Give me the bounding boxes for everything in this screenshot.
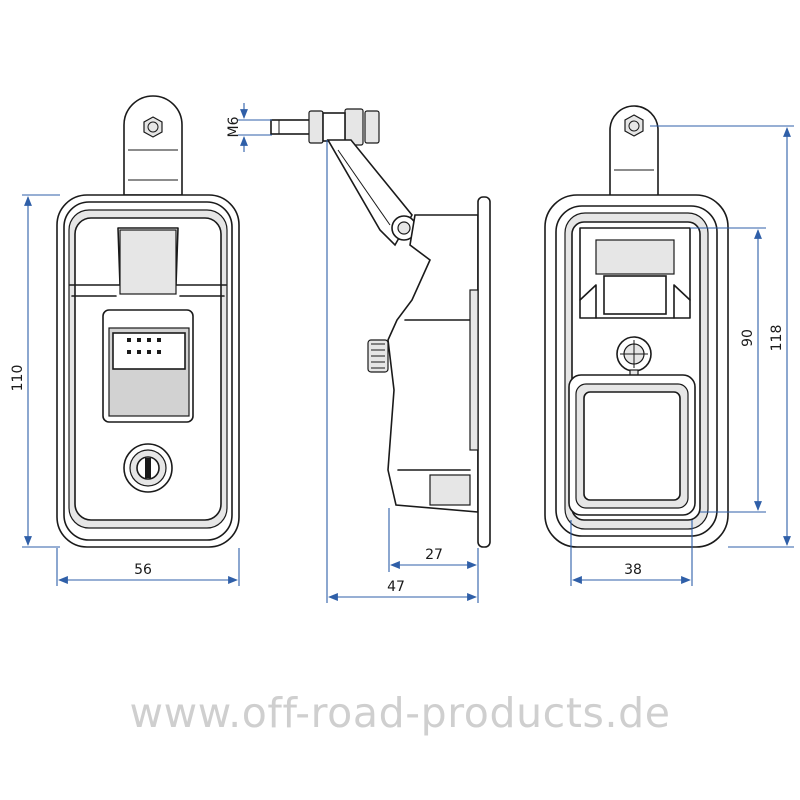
rear-width-label: 38: [624, 562, 642, 578]
front-nut-icon: [143, 116, 163, 138]
rear-hinge: [579, 227, 691, 319]
side-thread-label: M6: [226, 116, 242, 137]
side-depth-label: 27: [425, 547, 443, 563]
rear-inner-height-label: 90: [740, 329, 756, 347]
side-view: M6 27 47: [226, 103, 491, 603]
rear-nut-icon: [624, 114, 644, 137]
side-stud: [270, 119, 312, 135]
side-total-depth-label: 47: [387, 579, 405, 595]
rear-view: 90 118 38: [544, 105, 794, 586]
side-housing: [387, 214, 479, 513]
side-nut-3: [364, 110, 380, 144]
side-adjuster-icon: [367, 339, 389, 373]
front-width-label: 56: [134, 562, 152, 578]
front-paddle-dots: [127, 338, 161, 354]
side-flange: [477, 196, 491, 548]
side-pivot-icon: [391, 215, 417, 241]
rear-total-height-label: 118: [769, 325, 785, 352]
front-key-lock-icon: [123, 443, 173, 493]
front-mounting-ear: [123, 95, 183, 196]
front-view: 110 56: [10, 95, 240, 586]
side-nut-1: [308, 110, 324, 144]
front-paddle: [102, 309, 194, 423]
watermark-url: www.off-road-products.de: [129, 689, 670, 737]
front-height-label: 110: [10, 365, 26, 392]
